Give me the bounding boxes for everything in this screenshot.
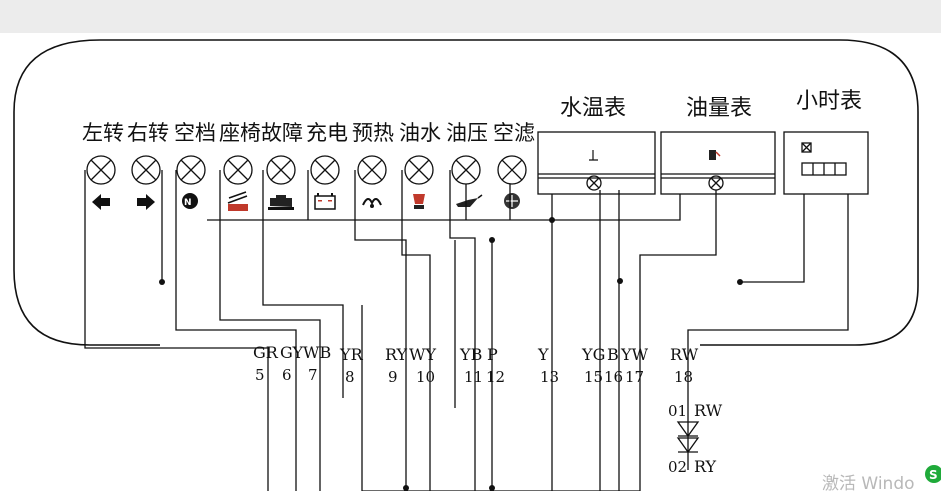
- battery-icon: [314, 193, 336, 210]
- pin-number: 12: [486, 368, 505, 386]
- diode-pin: 02: [668, 458, 687, 476]
- neutral-gear-icon: N: [182, 193, 198, 209]
- gauge-label-water-temp: 水温表: [560, 96, 626, 121]
- pin-number: 7: [308, 366, 318, 384]
- pin-number: 8: [345, 368, 355, 386]
- app-badge-icon: S: [925, 465, 941, 483]
- pin-number: 10: [416, 368, 435, 386]
- indicator-label-fault: 故障: [261, 121, 303, 145]
- top-bar: [0, 0, 941, 33]
- wire-label: WY: [409, 345, 436, 364]
- pin-number: 5: [255, 366, 265, 384]
- wire-label: YW: [620, 345, 649, 364]
- hour-meter-icon: [801, 142, 847, 176]
- pin-number: 17: [625, 368, 644, 386]
- gauge-water-temperature: 水温表: [537, 96, 656, 195]
- indicator-lamps: [86, 155, 527, 185]
- pin-number: 15: [584, 368, 603, 386]
- temperature-icon: [589, 150, 598, 161]
- diode-wire: RY: [694, 457, 717, 476]
- wire-label: YB: [459, 345, 482, 364]
- indicator-label-air-filter: 空滤: [493, 121, 535, 145]
- indicator-label-right-turn: 右转: [127, 121, 169, 145]
- gauge-label-hour-meter: 小时表: [796, 89, 862, 114]
- lamp-water-in-fuel: [404, 155, 434, 185]
- wiring: [84, 170, 849, 491]
- svg-text:S: S: [929, 468, 938, 482]
- activation-watermark: 激活 Windo: [822, 474, 915, 491]
- lamp-neutral: [176, 155, 206, 185]
- engine-fault-icon: [268, 195, 294, 210]
- lamp-charge: [310, 155, 340, 185]
- pin-number: 6: [282, 366, 292, 384]
- wire-label: RW: [670, 345, 699, 364]
- seat-icon: [227, 191, 248, 211]
- diode-wire: RW: [694, 401, 723, 420]
- wire-label: GY: [280, 343, 304, 362]
- arrow-left-icon: [92, 194, 110, 210]
- indicator-label-seat: 座椅: [219, 121, 261, 145]
- indicator-label-neutral: 空档: [174, 121, 216, 145]
- oil-pressure-icon: [456, 194, 483, 207]
- lamp-preheat: [357, 155, 387, 185]
- gauge-hour-meter: 小时表: [783, 89, 869, 195]
- lamp-right-turn: [131, 155, 161, 185]
- wire-label: YR: [339, 345, 364, 364]
- indicator-label-preheat: 预热: [352, 121, 394, 145]
- lamp-oil-pressure: [451, 155, 481, 185]
- indicator-label-oil-pressure: 油压: [446, 121, 488, 145]
- svg-text:N: N: [184, 198, 192, 208]
- air-filter-icon: [504, 193, 520, 209]
- diode-pin: 01: [668, 402, 687, 420]
- indicator-label-charge: 充电: [306, 121, 348, 145]
- wire-label: YG: [581, 345, 605, 364]
- wire-label: WB: [303, 343, 331, 362]
- pin-number: 16: [604, 368, 623, 386]
- pin-number: 9: [388, 368, 398, 386]
- indicator-label-left-turn: 左转: [82, 121, 124, 145]
- pin-number: 11: [464, 368, 483, 386]
- lamp-air-filter: [497, 155, 527, 185]
- wire-label: GR: [253, 343, 279, 362]
- lamp-left-turn: [86, 155, 116, 185]
- gauge-label-fuel: 油量表: [686, 96, 752, 121]
- wire-label: B: [607, 345, 619, 364]
- panel-outline: [13, 39, 919, 346]
- wire-label: RY: [385, 345, 408, 364]
- glow-plug-icon: [362, 198, 382, 208]
- indicator-symbols: N: [92, 191, 520, 211]
- fuel-icon: [709, 150, 721, 160]
- indicator-labels: 左转 右转 空档 座椅 故障 充电 预热 油水 油压 空滤: [82, 121, 535, 145]
- lamp-fault: [266, 155, 296, 185]
- arrow-right-icon: [137, 194, 155, 210]
- connector-pins: GR 5 GY 6 WB 7 YR 8 RY 9 WY 10 YB 11 P 1…: [253, 343, 699, 386]
- wire-label: Y: [537, 345, 549, 364]
- diode-labels: 01 RW 02 RY: [668, 401, 723, 476]
- pin-number: 13: [540, 368, 559, 386]
- gauge-fuel-level: 油量表: [660, 96, 776, 195]
- lamp-seat: [223, 155, 253, 185]
- wire-label: P: [487, 345, 498, 364]
- water-in-fuel-icon: [413, 194, 425, 209]
- pin-number: 18: [674, 368, 693, 386]
- indicator-label-water-in-fuel: 油水: [399, 121, 441, 145]
